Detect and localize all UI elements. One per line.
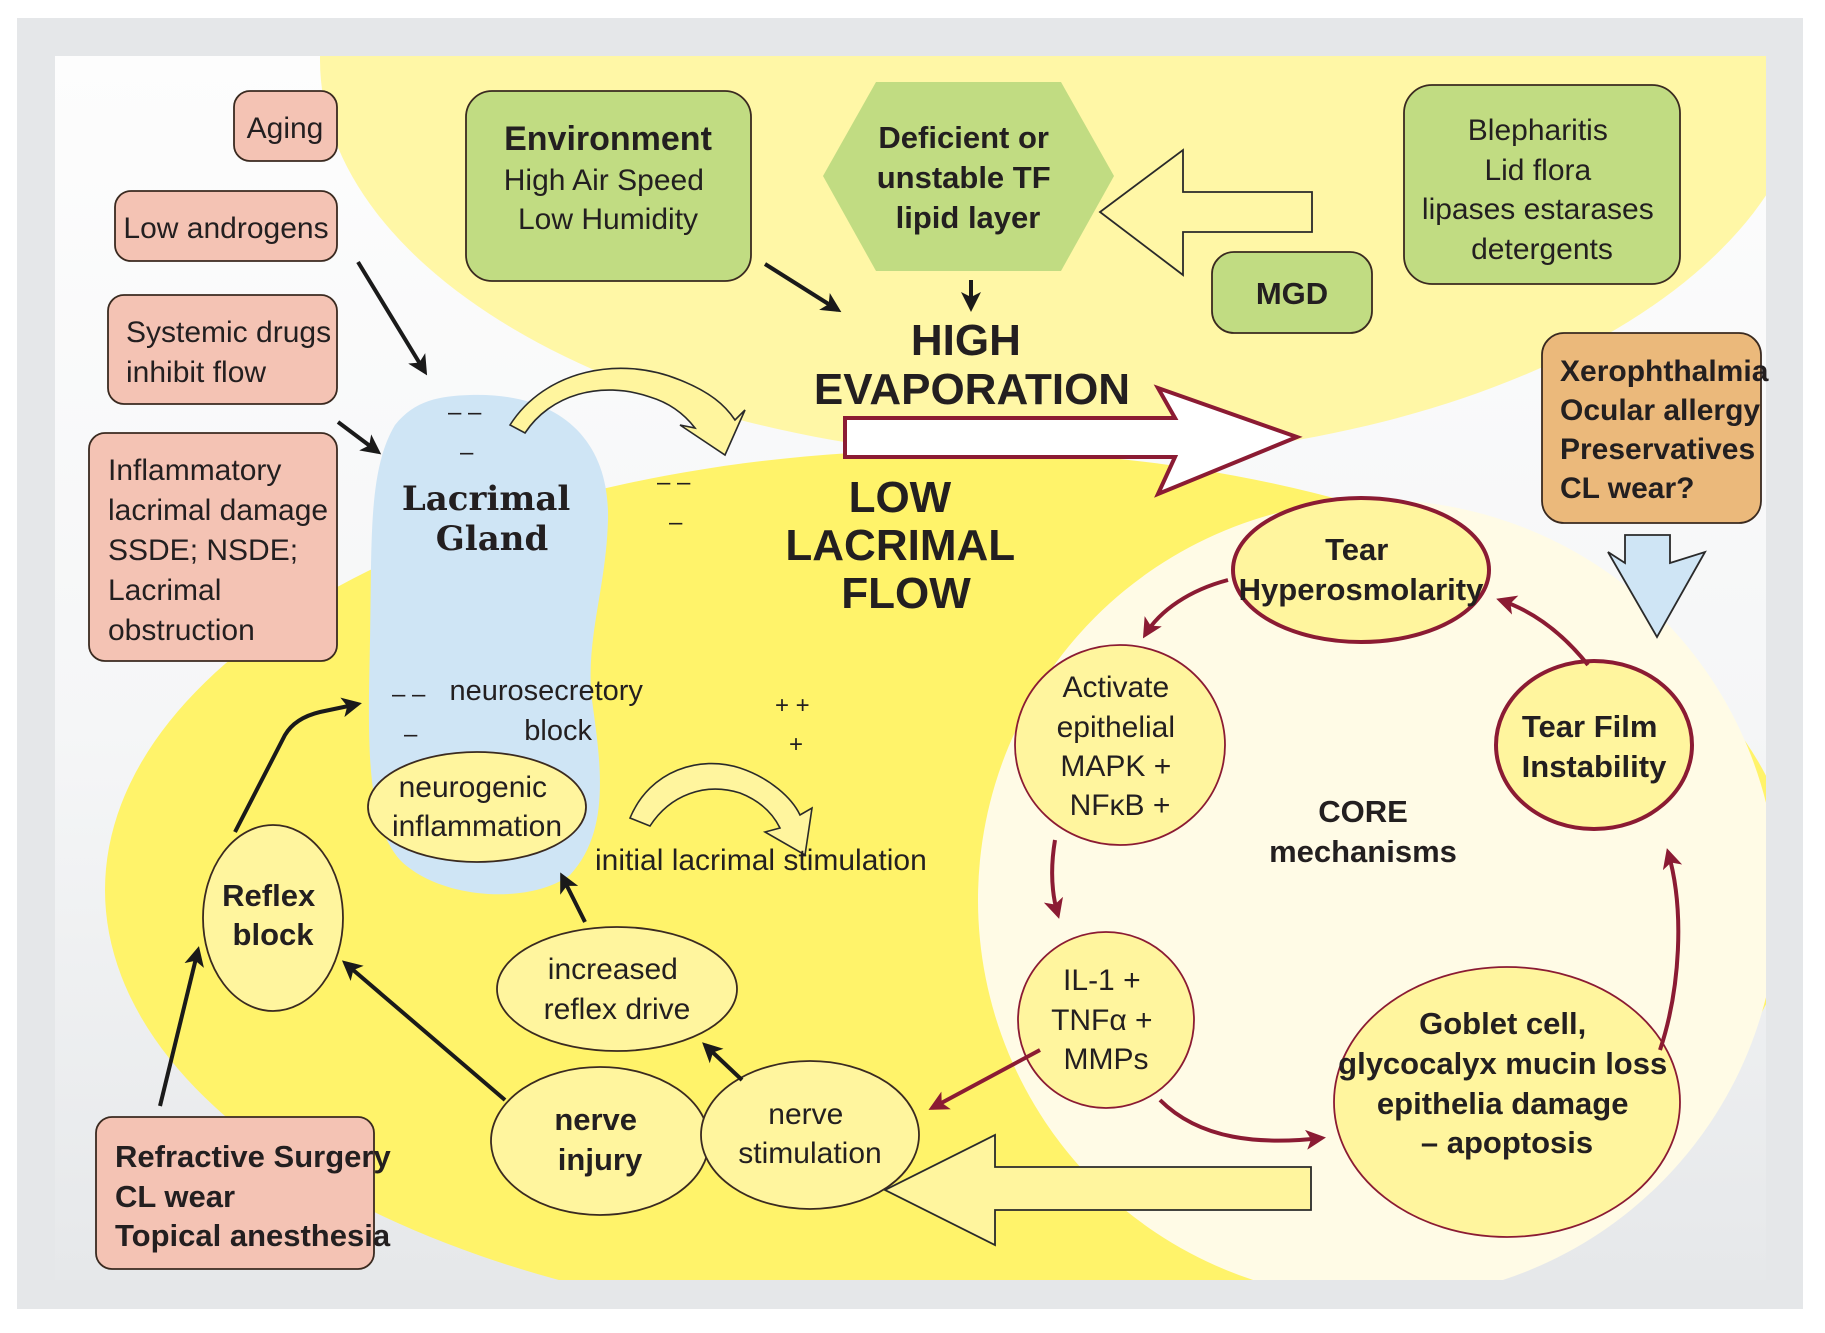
environment-title: Environment — [504, 120, 712, 158]
reflex-to-gland-arrow — [233, 697, 362, 833]
refractive-surgery-box — [95, 1116, 375, 1270]
drive-to-gland-arrow — [560, 872, 587, 923]
xerophthalmia-label: Xerophthalmia Ocular allergy Preservativ… — [1560, 355, 1777, 505]
low-androgens-arrow — [356, 260, 428, 376]
low-lacrimal-flow-label: LOW LACRIMAL FLOW — [785, 473, 1026, 618]
blepharitis-label: Blepharitis Lid flora lipases estarases … — [1422, 114, 1662, 266]
increased-reflex-drive-label: increased reflex drive — [544, 953, 691, 1026]
minus-signs-right: – – – — [657, 469, 697, 536]
nerve-injury-to-reflex-arrow — [341, 960, 507, 1102]
tear-hyperosmolarity-node — [1231, 496, 1491, 644]
blepharitis-box — [1403, 84, 1681, 285]
increased-reflex-drive-node — [496, 926, 738, 1052]
activate-to-cytokines-arrow — [1043, 839, 1063, 919]
xerophthalmia-box — [1541, 332, 1762, 524]
systemic-drugs-arrow — [336, 420, 382, 455]
stimulation-to-drive-arrow — [702, 1042, 744, 1082]
high-evaporation-label: HIGH EVAPORATION — [814, 316, 1130, 414]
lipid-layer-hexagon — [823, 82, 1114, 271]
environment-arrow — [763, 262, 842, 313]
neurogenic-inflammation-label: neurogenic inflammation — [392, 771, 562, 843]
tear-film-to-hyperosmolarity-arrow — [1496, 595, 1590, 667]
cytokines-to-nerve-arrow — [928, 1048, 1041, 1110]
aging-box — [233, 90, 338, 162]
neurosecretory-block-label: neurosecretory block — [450, 675, 652, 747]
nerve-injury-label: nerve injury — [554, 1102, 645, 1177]
cytokines-node — [1017, 931, 1195, 1109]
initial-stimulation-label: initial lacrimal stimulation — [595, 844, 927, 877]
inflammatory-label: Inflammatory lacrimal damage SSDE; NSDE;… — [108, 454, 336, 647]
activate-epithelial-label: Activate epithelial MAPK + NFκB + — [1057, 671, 1184, 822]
xerophthalmia-down-arrow — [1607, 534, 1707, 639]
cytokines-to-goblet-arrow — [1158, 1098, 1326, 1150]
goblet-cell-label: Goblet cell, glycocalyx mucin loss epith… — [1338, 1006, 1676, 1160]
tear-film-instability-node — [1494, 659, 1694, 831]
core-subtitle: mechanisms — [1269, 834, 1457, 869]
lacrimal-gland-title: Lacrimal Gland — [402, 479, 582, 559]
core-title: CORE — [1318, 794, 1408, 829]
reflex-block-node — [202, 824, 344, 1012]
nerve-stimulation-label: nerve stimulation — [738, 1098, 881, 1170]
systemic-drugs-box — [107, 294, 338, 405]
inflammatory-box — [88, 432, 338, 662]
mgd-label: MGD — [1256, 276, 1328, 311]
stimulation-arrow — [628, 762, 814, 857]
low-androgens-box — [114, 190, 338, 262]
systemic-drugs-label: Systemic drugs inhibit flow — [126, 316, 339, 389]
minus-signs-lower: – – – — [392, 681, 432, 748]
gland-output-arrow — [508, 367, 746, 457]
hyperosmolarity-to-activate-arrow — [1142, 578, 1229, 639]
activate-epithelial-node — [1014, 644, 1226, 846]
tear-hyperosmolarity-label: Tear Hyperosmolarity — [1239, 532, 1484, 607]
evaporation-arrow — [843, 384, 1303, 498]
minus-signs-top: – – – — [448, 399, 488, 466]
mgd-box — [1211, 251, 1373, 334]
refractive-to-reflex-arrow — [158, 946, 204, 1107]
low-androgens-label: Low androgens — [123, 212, 328, 245]
refractive-surgery-label: Refractive Surgery CL wear Topical anest… — [115, 1139, 399, 1253]
aging-label: Aging — [247, 112, 324, 145]
tear-film-instability-label: Tear Film Instability — [1522, 709, 1667, 784]
plus-signs: + + + — [775, 692, 816, 758]
environment-box — [465, 90, 752, 282]
lipid-layer-label: Deficient or unstable TF lipid layer — [877, 120, 1060, 235]
cytokines-label: IL-1 + TNFα + MMPs — [1051, 964, 1161, 1076]
goblet-cell-node — [1333, 966, 1681, 1238]
nerve-injury-node — [490, 1066, 710, 1216]
neurogenic-inflammation-node — [367, 751, 587, 863]
goblet-to-tear-film-arrow — [1658, 848, 1683, 1051]
core-to-nerve-arrow — [882, 1133, 1312, 1247]
nerve-stimulation-node — [700, 1060, 920, 1210]
environment-lines: High Air Speed Low Humidity — [504, 164, 712, 236]
mgd-to-lipid-arrow — [1098, 148, 1313, 277]
reflex-block-label: Reflex block — [222, 878, 324, 952]
